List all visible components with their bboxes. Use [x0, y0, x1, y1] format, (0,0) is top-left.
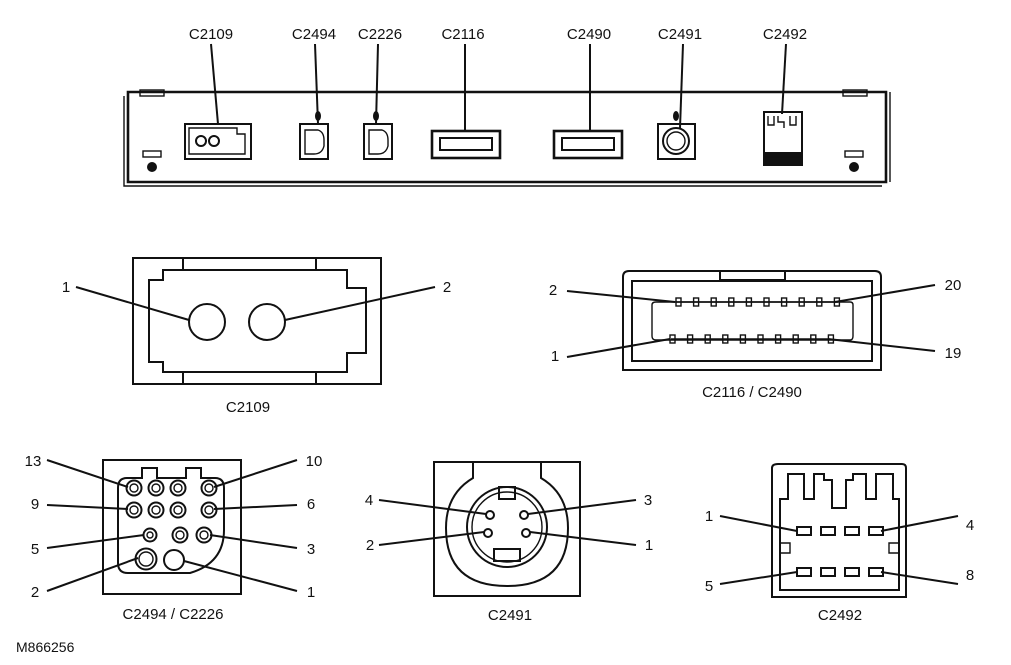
detail-c2494-c2226: 13 10 9 6 5 3 2 1 C2494 / C2226 [25, 453, 323, 623]
pin [171, 526, 189, 544]
port-c2491 [657, 111, 696, 160]
screw-right-icon [849, 162, 859, 172]
pin-1 [521, 528, 531, 538]
pin-label-6: 6 [307, 496, 315, 513]
pin-label-3: 3 [307, 541, 315, 558]
mount-slot-left [142, 150, 162, 158]
pin-2 [483, 528, 493, 538]
pin [796, 567, 812, 577]
pin [169, 479, 187, 497]
pin-label-1: 1 [705, 508, 713, 525]
pin [757, 334, 764, 344]
pin [125, 479, 143, 497]
port-c2490 [552, 129, 624, 160]
module-rear-view: C2109 C2494 C2226 C2116 C2490 C2491 C249… [123, 26, 891, 187]
pin-label-1: 1 [307, 584, 315, 601]
pin-1 [188, 303, 226, 341]
port-c2226 [363, 111, 393, 160]
pin [125, 501, 143, 519]
label-c2116: C2116 [441, 26, 484, 43]
detail-c2109: 1 2 C2109 [62, 257, 451, 416]
pin [796, 526, 812, 536]
mount-slot-right [844, 150, 864, 158]
pin [780, 297, 788, 307]
pin-label-8: 8 [966, 567, 974, 584]
pin [739, 334, 747, 344]
caption-c2491: C2491 [488, 607, 532, 624]
pin-array [796, 526, 884, 577]
label-c2494: C2494 [292, 26, 336, 43]
pin [675, 297, 682, 307]
pin [163, 549, 185, 571]
pin-label-5: 5 [31, 541, 39, 558]
label-c2226: C2226 [358, 26, 402, 43]
pin-2 [248, 303, 286, 341]
label-c2490: C2490 [567, 26, 611, 43]
pin-label-2: 2 [31, 584, 39, 601]
pin [820, 526, 836, 536]
pin-3 [519, 510, 529, 520]
pin-label-19: 19 [945, 345, 962, 362]
port-c2494 [299, 111, 329, 160]
caption-c2494-c2226: C2494 / C2226 [123, 606, 224, 623]
figure-id: M866256 [16, 639, 75, 655]
screw-left-icon [147, 162, 157, 172]
pin-label-9: 9 [31, 496, 39, 513]
pin [722, 334, 729, 344]
pin [142, 527, 158, 543]
pin [686, 334, 694, 344]
pin-label-2: 2 [366, 537, 374, 554]
pin [147, 501, 165, 519]
pin [169, 501, 187, 519]
pin [704, 334, 711, 344]
detail-c2491: 4 3 2 1 C2491 [365, 461, 653, 624]
pin [868, 567, 884, 577]
pin-label-1: 1 [62, 279, 70, 296]
detail-c2116-c2490: 2 20 1 19 C2116 / C2490 [549, 270, 962, 401]
pin-label-1: 1 [551, 348, 559, 365]
caption-c2116-c2490: C2116 / C2490 [702, 384, 802, 401]
pin [844, 567, 860, 577]
pin-array [125, 479, 218, 571]
pin-label-4: 4 [365, 492, 373, 509]
port-c2109 [184, 123, 252, 160]
port-c2492 [763, 111, 803, 166]
pin-row-bottom [669, 334, 835, 344]
pin [692, 297, 700, 307]
detail-c2492: 1 4 5 8 C2492 [705, 463, 974, 624]
label-c2491: C2491 [658, 26, 702, 43]
pin [200, 501, 218, 519]
pin [810, 334, 817, 344]
pin-label-1: 1 [645, 537, 653, 554]
port-c2116 [430, 129, 502, 160]
label-c2492: C2492 [763, 26, 807, 43]
pin [200, 479, 218, 497]
pin [798, 297, 805, 307]
label-c2109: C2109 [189, 26, 233, 43]
pin [820, 567, 836, 577]
pin [728, 297, 735, 307]
pin [792, 334, 799, 344]
pin [844, 526, 860, 536]
pin [763, 297, 770, 307]
pin-row-top [675, 297, 841, 307]
caption-c2492: C2492 [818, 607, 862, 624]
pin [816, 297, 823, 307]
pin-4 [485, 510, 495, 520]
pin-label-2: 2 [549, 282, 557, 299]
pin-label-2: 2 [443, 279, 451, 296]
pin [774, 334, 782, 344]
pin-label-20: 20 [945, 277, 962, 294]
caption-c2109: C2109 [226, 399, 270, 416]
pin [147, 479, 165, 497]
pin [195, 526, 213, 544]
pin-label-10: 10 [306, 453, 323, 470]
pin-label-3: 3 [644, 492, 652, 509]
pin [710, 297, 717, 307]
pin-label-5: 5 [705, 578, 713, 595]
pin [745, 297, 753, 307]
pin [868, 526, 884, 536]
pin-label-13: 13 [25, 453, 42, 470]
pin-label-4: 4 [966, 517, 974, 534]
